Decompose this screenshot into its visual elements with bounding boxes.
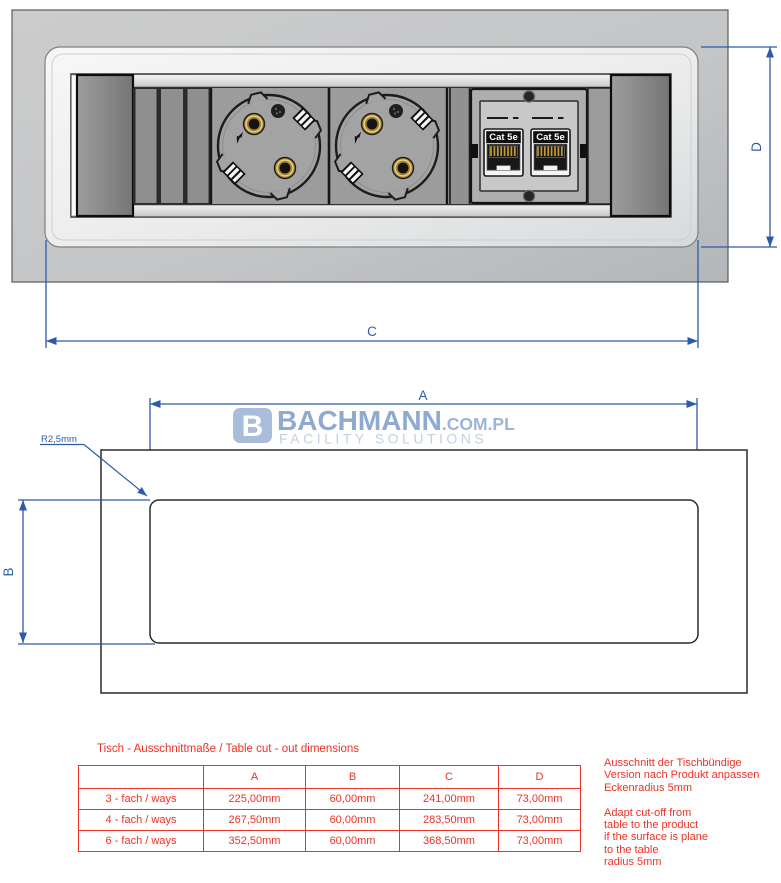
- table-row: 4 - fach / ways 267,50mm 60,00mm 283,50m…: [78, 809, 581, 831]
- schuko-socket-module-1: [209, 88, 328, 204]
- note-line: Ausschnitt der Tischbündige: [604, 757, 742, 769]
- dimension-c-label: C: [367, 324, 377, 339]
- dimension-d-label: D: [749, 142, 764, 152]
- dimension-b: [18, 499, 155, 645]
- data-module: Cat 5e Cat 5e: [469, 87, 589, 205]
- module-screw-top: [522, 90, 536, 103]
- note-line: radius 5mm: [604, 856, 662, 869]
- cell-a: 225,00mm: [203, 788, 306, 810]
- dimension-c: [45, 240, 699, 348]
- note-english: Adapt cut-off from table to the product …: [604, 807, 759, 868]
- header-empty: [78, 765, 204, 789]
- table-row: 6 - fach / ways 352,50mm 60,00mm 368,50m…: [78, 830, 581, 852]
- cell-c: 241,00mm: [399, 788, 499, 810]
- logo-wordmark: BACHMANN.COM.PL: [277, 405, 515, 436]
- note-german: Ausschnitt der Tischbündige Version nach…: [604, 757, 759, 794]
- side-notes: Ausschnitt der Tischbündige Version nach…: [604, 757, 759, 881]
- cell-d: 73,00mm: [498, 809, 581, 831]
- table-row: 3 - fach / ways 225,00mm 60,00mm 241,00m…: [78, 788, 581, 810]
- dimension-b-label: B: [1, 567, 16, 576]
- dimension-a-label: A: [418, 388, 427, 403]
- vent-slats: [133, 88, 211, 204]
- logo-tagline: FACILITY SOLUTIONS: [279, 431, 487, 447]
- logo-badge: [233, 408, 272, 443]
- cell-a: 267,50mm: [203, 809, 306, 831]
- header-c: C: [399, 765, 499, 789]
- separator-panel: [449, 88, 471, 204]
- dimension-d: [701, 46, 777, 248]
- logo-suffix: .COM.PL: [442, 414, 515, 434]
- radius-callout-label: R2,5mm: [41, 434, 77, 445]
- cutout-rectangle: [149, 499, 699, 644]
- cell-d: 73,00mm: [498, 788, 581, 810]
- cell-b: 60,00mm: [305, 788, 400, 810]
- cell-b: 60,00mm: [305, 809, 400, 831]
- cell-d: 73,00mm: [498, 830, 581, 852]
- table-title: Tisch - Ausschnittmaße / Table cut - out…: [97, 743, 360, 755]
- row-label: 4 - fach / ways: [78, 809, 204, 831]
- cell-a: 352,50mm: [203, 830, 306, 852]
- note-line: Version nach Produkt anpassen: [604, 769, 760, 782]
- right-end-cap: [609, 73, 672, 218]
- table-cutout-drawing: B BACHMANN.COM.PL FACILITY SOLUTIONS A B…: [1, 388, 748, 694]
- cell-c: 368,50mm: [399, 830, 499, 852]
- note-line: table to the product: [604, 819, 699, 832]
- note-line: to the table: [604, 843, 659, 856]
- module-screw-bottom: [522, 189, 536, 203]
- right-filler-panel: [587, 87, 612, 205]
- left-end-cap: [75, 73, 135, 218]
- radius-callout: R2,5mm: [40, 434, 148, 497]
- cell-b: 60,00mm: [305, 830, 400, 852]
- row-label: 3 - fach / ways: [78, 788, 204, 810]
- bottom-rail: [73, 204, 669, 217]
- row-label: 6 - fach / ways: [78, 830, 204, 852]
- schuko-socket-module-2: [327, 88, 449, 204]
- bachmann-logo: B BACHMANN.COM.PL FACILITY SOLUTIONS: [233, 405, 515, 447]
- note-line: Adapt cut-off from: [604, 806, 692, 819]
- note-line: if the surface is plane: [604, 831, 708, 844]
- power-strip: Cat 5e Cat 5e: [70, 73, 672, 218]
- rj45-label-2: Cat 5e: [536, 132, 565, 143]
- logo-initial: B: [242, 410, 264, 443]
- top-rail: [73, 75, 669, 88]
- cutout-dimensions-table: A B C D 3 - fach / ways 225,00mm 60,00mm…: [78, 765, 581, 852]
- rj45-label-1: Cat 5e: [489, 132, 518, 143]
- header-a: A: [203, 765, 306, 789]
- header-d: D: [498, 765, 581, 789]
- logo-name: BACHMANN: [277, 405, 442, 436]
- product-top-view-drawing: Cat 5e Cat 5e D C: [11, 9, 777, 348]
- table-header-row: A B C D: [78, 765, 581, 789]
- header-b: B: [305, 765, 400, 789]
- cell-c: 283,50mm: [399, 809, 499, 831]
- note-line: Eckenradius 5mm: [604, 781, 693, 794]
